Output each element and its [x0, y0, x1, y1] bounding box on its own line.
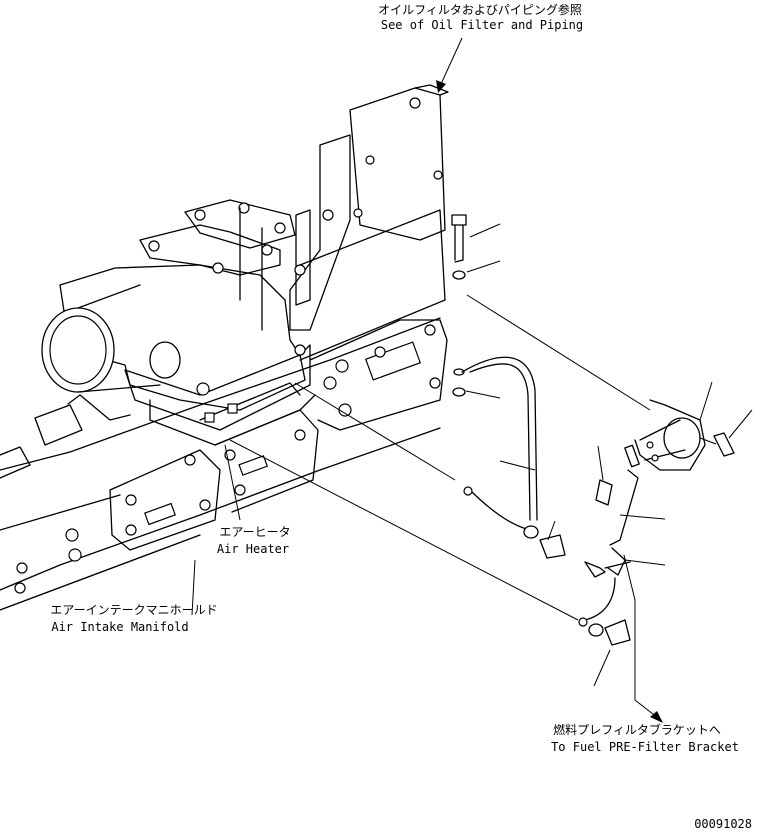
oil-filter-callout-jp: オイルフィルタおよびパイピング参照 — [378, 2, 582, 17]
bracket-label-jp: 燃料プレフィルタブラケットへ — [553, 722, 721, 737]
drawing-number: 00091028 — [694, 817, 752, 831]
oil-filter-bracket — [289, 84, 449, 361]
bolt-and-washers — [451, 214, 501, 399]
manifold-leader — [191, 559, 196, 616]
air-heater-leader — [224, 444, 241, 521]
manifold-label-en: Air Intake Manifold — [51, 620, 188, 634]
wiring-harness — [229, 356, 666, 687]
oil-filter-leader-arrow — [436, 37, 463, 93]
manifold-label-jp: エアーインテークマニホールド — [50, 603, 217, 617]
intake-elbow-housing — [41, 199, 316, 446]
bracket-leader-arrow — [623, 554, 663, 723]
air-intake-manifold-beam — [0, 317, 448, 611]
heater-relay — [466, 294, 753, 471]
bracket-label-en: To Fuel PRE-Filter Bracket — [551, 740, 739, 754]
oil-filter-callout-en: See of Oil Filter and Piping — [381, 18, 583, 32]
air-heater-label-en: Air Heater — [217, 542, 289, 556]
air-heater-label-jp: エアーヒータ — [219, 525, 290, 539]
